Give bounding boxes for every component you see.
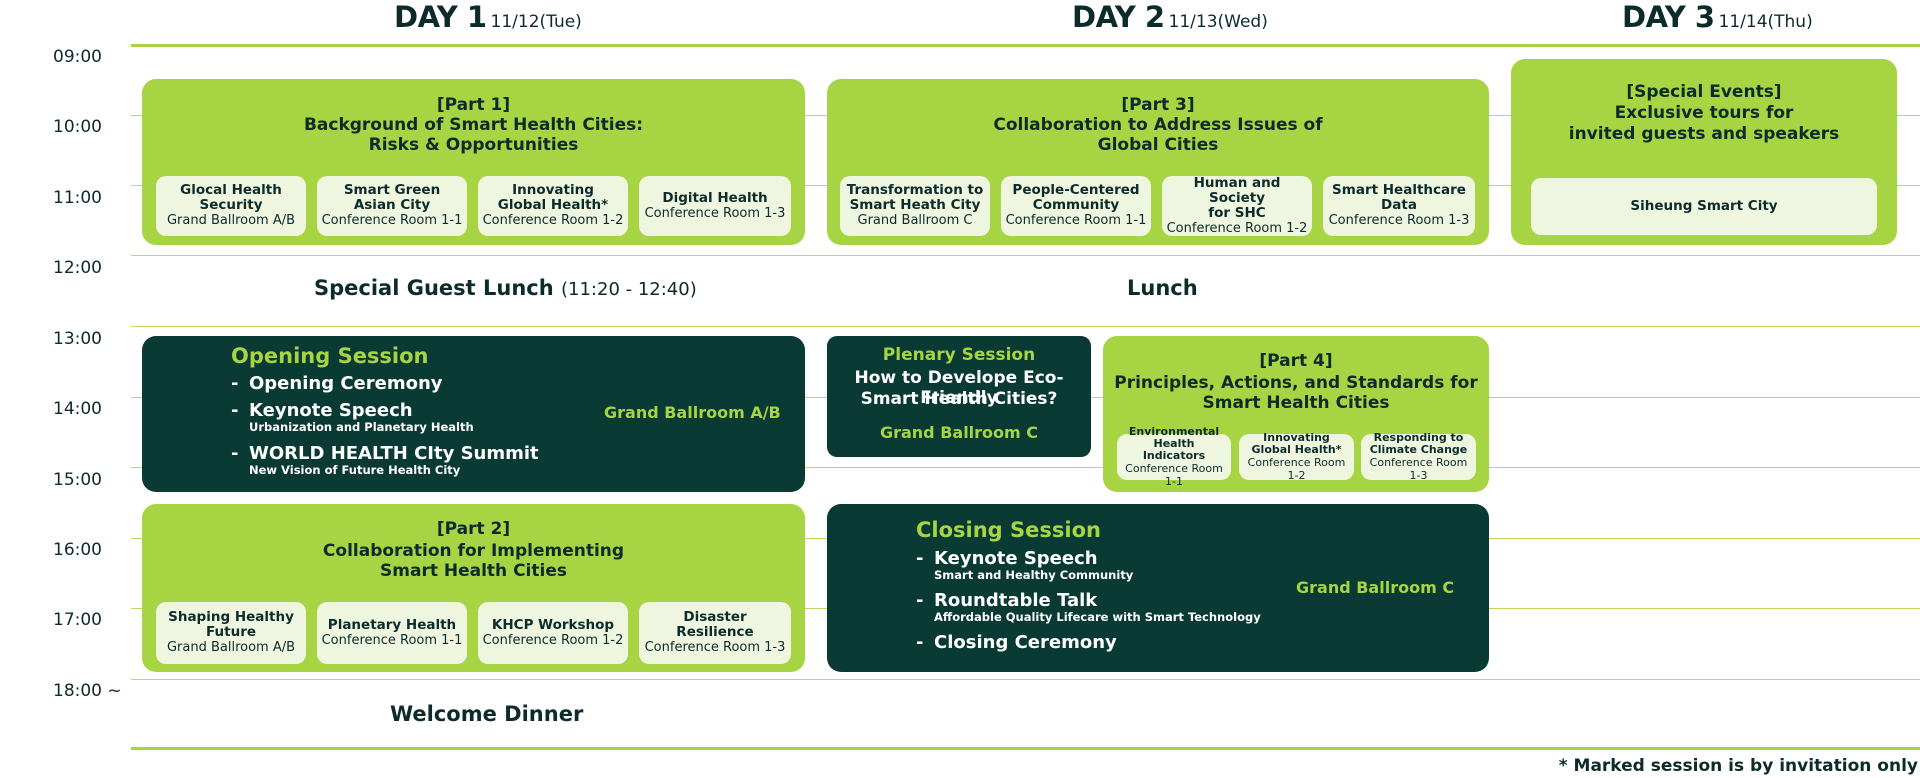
time-label: 14:00 [53, 399, 102, 419]
time-label: 12:00 [53, 258, 102, 278]
part3-label: [Part 3] [1121, 95, 1195, 115]
day-3-name: DAY 3 [1622, 0, 1715, 34]
opening-item-3: -WORLD HEALTH CIty Summit New Vision of … [231, 443, 539, 477]
part1-card[interactable]: [Part 1] Background of Smart Health Citi… [142, 79, 805, 245]
part1-room-2[interactable]: Smart Green Asian City Conference Room 1… [317, 176, 467, 236]
part1-title-line1: Background of Smart Health Cities: [303, 115, 644, 135]
part4-label: [Part 4] [1259, 351, 1333, 371]
plenary-line1: How to Develope Eco-Friendly [854, 368, 1064, 408]
opening-session-title: Opening Session [231, 344, 429, 368]
day-2-name: DAY 2 [1072, 0, 1165, 34]
plenary-venue: Grand Ballroom C [879, 423, 1039, 442]
time-label: 15:00 [53, 470, 102, 490]
part2-title-line1: Collaboration for Implementing [322, 541, 625, 561]
day-1-name: DAY 1 [394, 0, 487, 34]
part2-room-3[interactable]: KHCP Workshop Conference Room 1-2 [478, 602, 628, 664]
bottom-rule [131, 747, 1920, 750]
special-guest-lunch-time: (11:20 - 12:40) [561, 279, 697, 300]
opening-session-venue: Grand Ballroom A/B [604, 403, 781, 422]
part2-title-line2: Smart Health Cities [380, 561, 567, 581]
time-label: 10:00 [53, 117, 102, 137]
closing-session-card[interactable]: Closing Session -Keynote Speech Smart an… [827, 504, 1489, 672]
plenary-line2: Smart Health Cities? [860, 389, 1058, 409]
part3-room-3[interactable]: Human and Society for SHC Conference Roo… [1162, 175, 1312, 236]
part3-room-1[interactable]: Transformation to Smart Heath City Grand… [840, 176, 990, 236]
time-label: 09:00 [53, 47, 102, 67]
closing-item-1: -Keynote Speech Smart and Healthy Commun… [916, 548, 1134, 582]
part3-title-line2: Global Cities [1097, 135, 1219, 155]
part4-room-1[interactable]: Environmental Health Indicators Conferen… [1117, 426, 1231, 488]
closing-session-venue: Grand Ballroom C [1296, 578, 1455, 597]
part2-room-2[interactable]: Planetary Health Conference Room 1-1 [317, 602, 467, 664]
gridline-15 [131, 467, 1920, 468]
part4-room-2[interactable]: Innovating Global Health* Conference Roo… [1239, 432, 1354, 482]
part1-label: [Part 1] [436, 95, 511, 115]
plenary-session-title: Plenary Session [882, 345, 1036, 365]
welcome-dinner: Welcome Dinner [390, 702, 584, 726]
time-label: 16:00 [53, 540, 102, 560]
part2-room-4[interactable]: Disaster Resilience Conference Room 1-3 [639, 602, 791, 664]
part2-card[interactable]: [Part 2] Collaboration for Implementing … [142, 504, 805, 672]
gridline-12 [131, 255, 1920, 256]
day-3-date: 11/14(Thu) [1718, 12, 1813, 32]
special-events-card[interactable]: [Special Events] Exclusive tours for inv… [1511, 59, 1897, 245]
day-1-date: 11/12(Tue) [490, 12, 582, 32]
time-label: 11:00 [53, 188, 102, 208]
part4-title-line2: Smart Health Cities [1202, 393, 1390, 413]
part3-title-line1: Collaboration to Address Issues of [993, 115, 1323, 135]
invitation-footnote: * Marked session is by invitation only [1558, 756, 1918, 776]
part1-room-1[interactable]: Glocal Health Security Grand Ballroom A/… [156, 176, 306, 236]
closing-item-3: -Closing Ceremony [916, 632, 1117, 653]
day2-lunch: Lunch [1127, 276, 1198, 300]
part4-room-3[interactable]: Responding to Climate Change Conference … [1361, 432, 1476, 482]
part2-room-1[interactable]: Shaping Healthy Future Grand Ballroom A/… [156, 602, 306, 664]
special-guest-lunch: Special Guest Lunch (11:20 - 12:40) [314, 276, 697, 300]
closing-session-title: Closing Session [916, 518, 1101, 542]
part4-title-line1: Principles, Actions, and Standards for [1114, 373, 1478, 393]
day-2-date: 11/13(Wed) [1168, 12, 1268, 32]
part3-room-4[interactable]: Smart Healthcare Data Conference Room 1-… [1323, 176, 1475, 236]
special-events-room[interactable]: Siheung Smart City [1531, 178, 1877, 235]
gridline-18 [131, 679, 1920, 680]
gridline-13 [131, 326, 1920, 327]
part3-card[interactable]: [Part 3] Collaboration to Address Issues… [827, 79, 1489, 245]
part1-room-3[interactable]: Innovating Global Health* Conference Roo… [478, 176, 628, 236]
part2-label: [Part 2] [436, 519, 511, 539]
part1-room-4[interactable]: Digital Health Conference Room 1-3 [639, 176, 791, 236]
time-label: 13:00 [53, 329, 102, 349]
opening-session-card[interactable]: Opening Session -Opening Ceremony -Keyno… [142, 336, 805, 492]
time-label: 17:00 [53, 610, 102, 630]
part3-room-2[interactable]: People-Centered Community Conference Roo… [1001, 176, 1151, 236]
opening-item-2: -Keynote Speech Urbanization and Planeta… [231, 400, 474, 434]
opening-item-1: -Opening Ceremony [231, 373, 443, 394]
part4-card[interactable]: [Part 4] Principles, Actions, and Standa… [1103, 336, 1489, 492]
plenary-session-card[interactable]: Plenary Session How to Develope Eco-Frie… [827, 336, 1091, 457]
special-events-line2: invited guests and speakers [1568, 124, 1840, 144]
part1-title-line2: Risks & Opportunities [368, 135, 579, 155]
time-label: 18:00 ~ [53, 681, 122, 701]
special-events-label: [Special Events] [1626, 82, 1782, 102]
special-events-line1: Exclusive tours for [1614, 103, 1794, 123]
top-rule [131, 44, 1920, 47]
closing-item-2: -Roundtable Talk Affordable Quality Life… [916, 590, 1261, 624]
